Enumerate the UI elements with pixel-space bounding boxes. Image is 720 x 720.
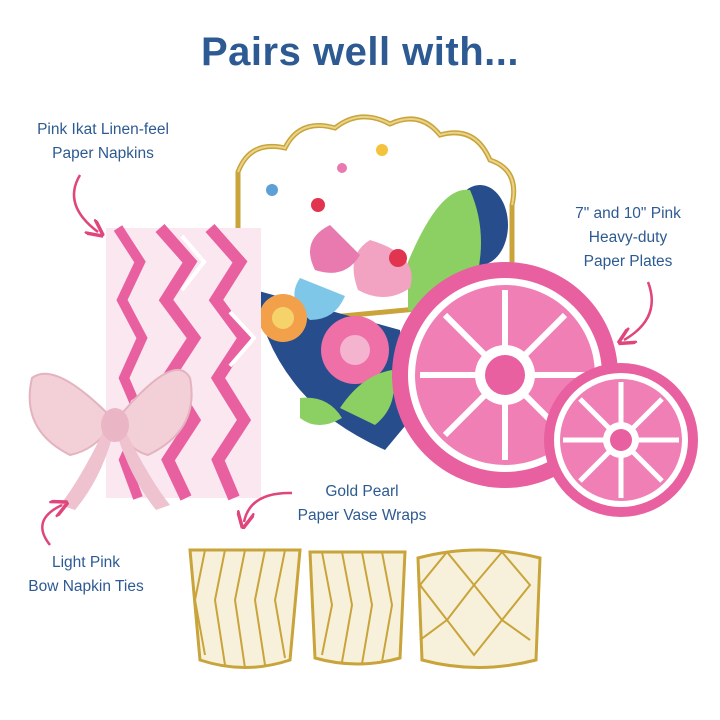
napkins-label-line2: Paper Napkins — [52, 145, 154, 162]
small-pink-plate-image — [544, 363, 698, 517]
bow-ties-label-line1: Light Pink — [51, 554, 121, 571]
vase-wraps-label: Gold Pearl Paper Vase Wraps — [262, 480, 462, 528]
vase-wraps-label-line2: Paper Vase Wraps — [297, 507, 427, 524]
vase-wraps-label-line1: Gold Pearl — [325, 483, 399, 500]
vase-wraps-arrow — [244, 491, 293, 522]
plates-label-line2: Heavy-duty — [588, 229, 668, 246]
plates-label-line1: 7" and 10" Pink — [575, 205, 681, 222]
plates-arrow — [624, 281, 653, 340]
ikat-napkin-image — [106, 224, 261, 501]
page-heading: Pairs well with... — [201, 30, 519, 74]
pink-bow-image — [28, 368, 193, 510]
bow-ties-label-line2: Bow Napkin Ties — [28, 578, 144, 595]
napkins-label: Pink Ikat Linen-feel Paper Napkins — [8, 118, 198, 166]
bow-ties-arrow — [41, 505, 62, 546]
vase-wrap-2-image — [308, 550, 407, 666]
plates-label-line3: Paper Plates — [583, 253, 673, 270]
bow-ties-label: Light Pink Bow Napkin Ties — [6, 551, 166, 599]
floral-plate-image — [235, 114, 517, 450]
napkins-label-line1: Pink Ikat Linen-feel — [37, 121, 169, 138]
vase-wrap-1-image — [188, 548, 302, 669]
plates-label: 7" and 10" Pink Heavy-duty Paper Plates — [548, 202, 708, 274]
napkins-arrow — [72, 174, 98, 232]
vase-wrap-3-image — [416, 548, 542, 669]
